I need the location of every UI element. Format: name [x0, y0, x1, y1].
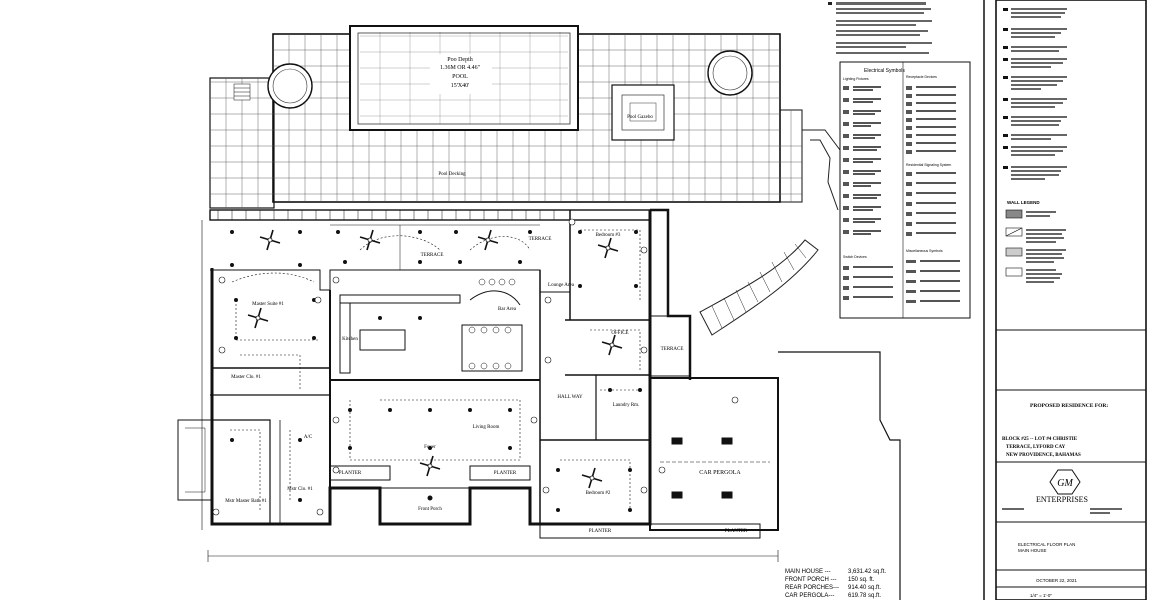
- pool-size-label: 1.36M OR 4.46": [440, 65, 481, 71]
- block-line-3: NEW PROVIDENCE, BAHAMAS: [1006, 453, 1081, 458]
- bedroom2-label: Bedroom #2: [586, 491, 611, 496]
- house-walls: [177, 208, 692, 526]
- area-label-3: CAR PERGOLA---: [785, 593, 834, 599]
- legend-switch: Switch Devices: [843, 255, 867, 259]
- legend-receptacle: Receptacle Devices: [906, 75, 937, 79]
- kitchen-label: Kitchen: [342, 337, 358, 342]
- curved-garden-path: [699, 129, 851, 336]
- recessed-light-symbols: [230, 230, 642, 512]
- general-notes-top: [828, 2, 932, 54]
- receptacle-symbols: [212, 218, 739, 516]
- office-label: OFFICE: [611, 331, 628, 336]
- lounge-label: Lounge Area: [548, 283, 575, 288]
- area-value-1: 150 sq. ft.: [848, 577, 875, 583]
- round-planter-left: [267, 63, 313, 109]
- dimension-lines: [201, 220, 779, 562]
- terrace-left-label: TERRACE: [421, 253, 444, 258]
- terrace-right-label: TERRACE: [529, 237, 552, 242]
- terrace-office-label: TERRACE: [661, 347, 684, 352]
- proposed-residence-label: PROPOSED RESIDENCE FOR:: [1030, 403, 1108, 409]
- master-suite-label: Master Suite #1: [252, 302, 284, 307]
- wall-legend-title: WALL LEGEND: [1007, 200, 1040, 205]
- area-value-0: 3,631.42 sq.ft.: [848, 569, 886, 575]
- planter-left-label: PLANTER: [339, 471, 362, 476]
- bar-area-label: Bar Area: [498, 307, 517, 312]
- foyer-label: Foyer: [424, 445, 436, 450]
- block-line-1: BLOCK #25 -- LOT #4 CHRISTIE: [1002, 437, 1078, 442]
- planter-right1-label: PLANTER: [589, 529, 612, 534]
- area-label-1: FRONT PORCH ---: [785, 577, 837, 583]
- sheet-date: OCTOBER 22, 2021: [1036, 578, 1077, 583]
- laundry-label: Laundry Rm.: [613, 403, 640, 408]
- pool-name-label: POOL: [452, 74, 468, 80]
- pool-gazebo-label: Pool Gazebo: [627, 115, 653, 120]
- mstr-clo-label: Mstr Clo. #1: [287, 487, 313, 492]
- block-line-2: TERRACE, LYFORD CAY: [1006, 445, 1066, 450]
- planter-right2-label: PLANTER: [725, 529, 748, 534]
- hallway-label: HALL WAY: [557, 395, 583, 400]
- planter-mid-label: PLANTER: [494, 471, 517, 476]
- pool-depth-label: Poo Depth: [447, 57, 473, 63]
- legend-signaling: Residential Signaling System: [906, 163, 951, 167]
- company-logo: GM: [1049, 469, 1081, 495]
- sheet-scale: 1/4" = 1'-0": [1030, 593, 1052, 598]
- car-pergola: [649, 351, 901, 600]
- pool-gazebo: [611, 84, 675, 141]
- company-name: ENTERPRISES: [1036, 495, 1088, 504]
- ceiling-fan-symbols: [247, 229, 623, 489]
- area-schedule: MAIN HOUSE --- 3,631.42 sq.ft. FRONT POR…: [785, 569, 886, 599]
- front-porch-label: Front Porch: [418, 507, 442, 512]
- front-planters: [329, 465, 761, 539]
- living-room-label: Living Room: [473, 425, 500, 430]
- svg-text:GM: GM: [1057, 478, 1073, 489]
- ac-label: A/C: [304, 435, 313, 440]
- master-clo-label: Master Clo. #1: [231, 375, 261, 380]
- title-block: WALL LEGEND PROPOSED RESIDENCE FOR: BLOC…: [983, 0, 1147, 600]
- electrical-symbols-legend: Electrical Symbols Lighting Fixtures Rec…: [839, 61, 971, 319]
- room-labels: TERRACE TERRACE Bedroom #3 Lounge Area M…: [225, 233, 748, 534]
- legend-misc: Miscellaneous Symbols: [906, 249, 943, 253]
- legend-title: Electrical Symbols: [864, 68, 905, 74]
- sheet-title-1: ELECTRICAL FLOOR PLAN: [1018, 542, 1075, 547]
- legend-lighting: Lighting Fixtures: [843, 77, 869, 81]
- area-value-3: 619.78 sq.ft.: [848, 593, 881, 599]
- pool-deck: Poo Depth 1.36M OR 4.46" POOL 15'X40' Po…: [209, 25, 803, 209]
- pool-dims-label: 15'X40': [451, 83, 470, 89]
- area-label-0: MAIN HOUSE ---: [785, 569, 831, 575]
- car-pergola-label: CAR PERGOLA: [699, 470, 741, 476]
- bedroom3-label: Bedroom #3: [596, 233, 621, 238]
- area-label-2: REAR PORCHES---: [785, 585, 839, 591]
- pool-decking-label: Pool Decking: [438, 172, 466, 177]
- sheet-title-2: MAIN HOUSE: [1018, 548, 1047, 553]
- round-planter-right: [707, 50, 753, 96]
- area-value-2: 914.40 sq.ft.: [848, 585, 881, 591]
- master-bath-label: Mstr Master Bath #1: [225, 499, 267, 504]
